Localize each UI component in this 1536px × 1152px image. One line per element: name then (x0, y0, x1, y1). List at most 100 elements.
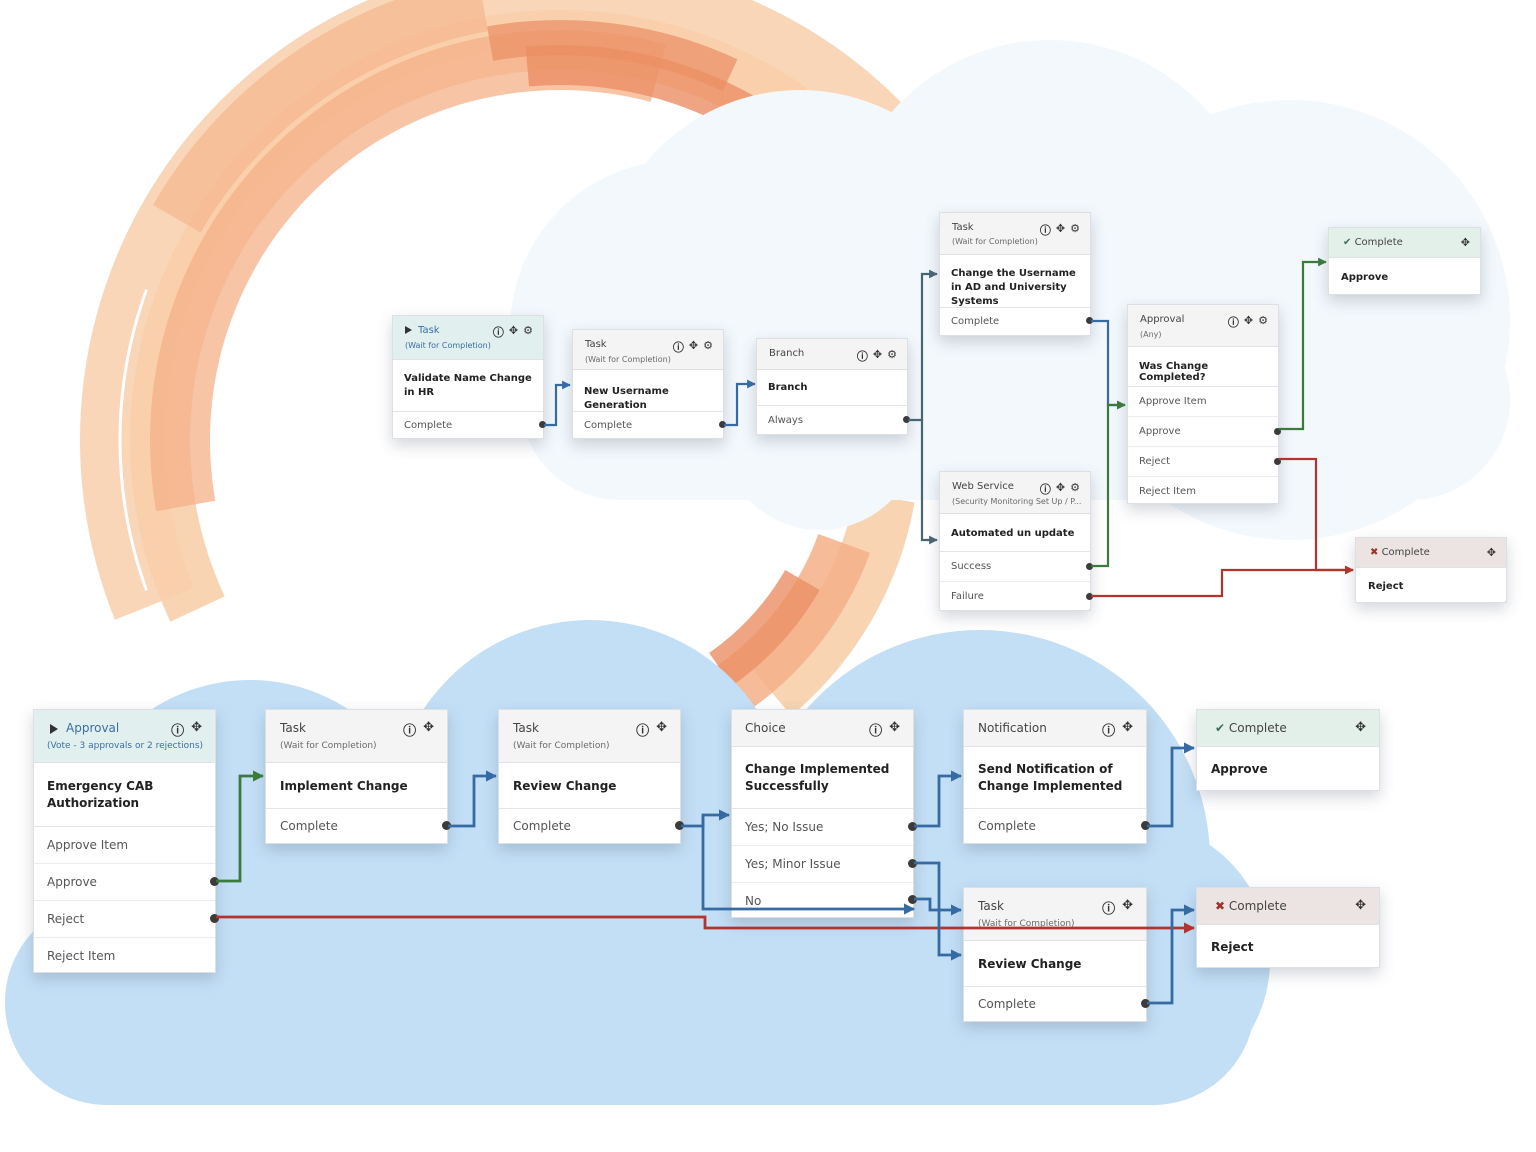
task-node-review[interactable]: Task (Wait for Completion) ⓘ✥ Review Cha… (498, 709, 684, 844)
gear-icon[interactable]: ⚙ (1258, 314, 1268, 327)
branch-node[interactable]: Branch ⓘ✥⚙ Branch Always (756, 338, 910, 435)
output-approve-item[interactable]: Approve Item (1128, 387, 1278, 417)
move-icon[interactable]: ✥ (191, 720, 202, 735)
gear-icon[interactable]: ⚙ (523, 324, 533, 337)
info-icon[interactable]: ⓘ (1039, 483, 1051, 496)
web-service-node[interactable]: Web Service (Security Monitoring Set Up … (939, 471, 1093, 612)
task-node-validate[interactable]: Task (Wait for Completion) ⓘ✥⚙ Validate … (392, 315, 546, 439)
output-port[interactable] (1086, 317, 1093, 324)
node-header[interactable]: ✖ Complete ✥ (1197, 888, 1379, 925)
info-icon[interactable]: ⓘ (492, 326, 504, 339)
info-icon[interactable]: ⓘ (672, 341, 684, 354)
output-approve[interactable]: Approve (1128, 417, 1281, 447)
info-icon[interactable]: ⓘ (171, 724, 185, 739)
task-node-change-username[interactable]: Task (Wait for Completion) ⓘ✥⚙ Change th… (939, 212, 1093, 336)
move-icon[interactable]: ✥ (508, 324, 519, 337)
output-yes-no-issue[interactable]: Yes; No Issue (732, 809, 917, 846)
output-complete[interactable]: Complete (499, 809, 684, 843)
move-icon[interactable]: ✥ (423, 720, 434, 735)
choice-node[interactable]: Choice ⓘ✥ Change Implemented Successfull… (731, 709, 917, 918)
output-port[interactable] (1141, 821, 1150, 830)
node-header[interactable]: Approval (Vote - 3 approvals or 2 reject… (34, 710, 215, 763)
complete-approve-node-bottom[interactable]: ✔ Complete ✥ Approve (1196, 709, 1380, 791)
output-approve-item[interactable]: Approve Item (34, 827, 215, 864)
node-header[interactable]: Task (Wait for Completion) ⓘ✥ (266, 710, 447, 763)
move-icon[interactable]: ✥ (1355, 898, 1366, 913)
info-icon[interactable]: ⓘ (1227, 316, 1239, 329)
info-icon[interactable]: ⓘ (1102, 902, 1116, 917)
node-header[interactable]: Task (Wait for Completion) ⓘ✥ (964, 888, 1146, 941)
node-header[interactable]: Task (Wait for Completion) ⓘ✥⚙ (393, 316, 543, 360)
output-success[interactable]: Success (940, 552, 1093, 582)
output-port[interactable] (1141, 999, 1150, 1008)
move-icon[interactable]: ✥ (1460, 236, 1470, 249)
node-header[interactable]: Branch ⓘ✥⚙ (757, 339, 907, 370)
output-port[interactable] (210, 914, 219, 923)
gear-icon[interactable]: ⚙ (703, 339, 713, 352)
move-icon[interactable]: ✥ (656, 720, 667, 735)
complete-reject-node-top[interactable]: ✖ Complete ✥ Reject (1355, 537, 1507, 603)
node-header[interactable]: Approval (Any) ⓘ✥⚙ (1128, 305, 1278, 347)
info-icon[interactable]: ⓘ (869, 724, 883, 739)
node-header[interactable]: ✖ Complete ✥ (1356, 538, 1506, 568)
output-complete[interactable]: Complete (393, 412, 546, 439)
move-icon[interactable]: ✥ (1486, 546, 1496, 559)
move-icon[interactable]: ✥ (1055, 481, 1066, 494)
output-reject-item[interactable]: Reject Item (34, 938, 215, 972)
complete-reject-node-bottom[interactable]: ✖ Complete ✥ Reject (1196, 887, 1380, 968)
output-port[interactable] (1086, 563, 1093, 570)
move-icon[interactable]: ✥ (872, 348, 883, 361)
output-complete[interactable]: Complete (266, 809, 451, 843)
info-icon[interactable]: ⓘ (636, 724, 650, 739)
node-header[interactable]: Web Service (Security Monitoring Set Up … (940, 472, 1090, 514)
move-icon[interactable]: ✥ (1122, 720, 1133, 735)
output-always[interactable]: Always (757, 406, 910, 434)
output-failure[interactable]: Failure (940, 582, 1093, 612)
approval-node-any[interactable]: Approval (Any) ⓘ✥⚙ Was Change Completed?… (1127, 304, 1281, 505)
output-port[interactable] (908, 859, 917, 868)
node-header[interactable]: ✔ Complete ✥ (1329, 228, 1480, 258)
gear-icon[interactable]: ⚙ (1070, 481, 1080, 494)
node-header[interactable]: Notification ⓘ✥ (964, 710, 1146, 747)
output-reject-item[interactable]: Reject Item (1128, 477, 1278, 505)
node-header[interactable]: Task (Wait for Completion) ⓘ✥ (499, 710, 680, 763)
notification-node[interactable]: Notification ⓘ✥ Send Notification of Cha… (963, 709, 1150, 844)
gear-icon[interactable]: ⚙ (887, 348, 897, 361)
move-icon[interactable]: ✥ (889, 720, 900, 735)
gear-icon[interactable]: ⚙ (1070, 222, 1080, 235)
node-header[interactable]: Task (Wait for Completion) ⓘ✥⚙ (573, 330, 723, 370)
output-port[interactable] (675, 821, 684, 830)
node-header[interactable]: Choice ⓘ✥ (732, 710, 913, 747)
output-port[interactable] (908, 822, 917, 831)
output-complete[interactable]: Complete (940, 308, 1093, 335)
info-icon[interactable]: ⓘ (1102, 724, 1116, 739)
move-icon[interactable]: ✥ (688, 339, 699, 352)
output-port[interactable] (1086, 593, 1093, 600)
output-port[interactable] (903, 416, 910, 423)
output-reject[interactable]: Reject (34, 901, 219, 938)
output-complete[interactable]: Complete (964, 809, 1150, 843)
output-port[interactable] (210, 877, 219, 886)
output-reject[interactable]: Reject (1128, 447, 1281, 477)
output-port[interactable] (908, 895, 917, 904)
complete-approve-node-top[interactable]: ✔ Complete ✥ Approve (1328, 227, 1481, 295)
output-complete[interactable]: Complete (964, 987, 1150, 1021)
output-port[interactable] (1274, 428, 1281, 435)
output-approve[interactable]: Approve (34, 864, 219, 901)
task-node-review-2[interactable]: Task (Wait for Completion) ⓘ✥ Review Cha… (963, 887, 1150, 1022)
move-icon[interactable]: ✥ (1055, 222, 1066, 235)
task-node-username-gen[interactable]: Task (Wait for Completion) ⓘ✥⚙ New Usern… (572, 329, 726, 439)
move-icon[interactable]: ✥ (1122, 898, 1133, 913)
task-node-implement[interactable]: Task (Wait for Completion) ⓘ✥ Implement … (265, 709, 451, 844)
output-yes-minor-issue[interactable]: Yes; Minor Issue (732, 846, 917, 883)
move-icon[interactable]: ✥ (1355, 720, 1366, 735)
info-icon[interactable]: ⓘ (1039, 224, 1051, 237)
output-port[interactable] (442, 821, 451, 830)
move-icon[interactable]: ✥ (1243, 314, 1254, 327)
info-icon[interactable]: ⓘ (403, 724, 417, 739)
output-port[interactable] (1274, 458, 1281, 465)
output-port[interactable] (719, 421, 726, 428)
node-header[interactable]: Task (Wait for Completion) ⓘ✥⚙ (940, 213, 1090, 255)
node-header[interactable]: ✔ Complete ✥ (1197, 710, 1379, 747)
output-port[interactable] (539, 421, 546, 428)
